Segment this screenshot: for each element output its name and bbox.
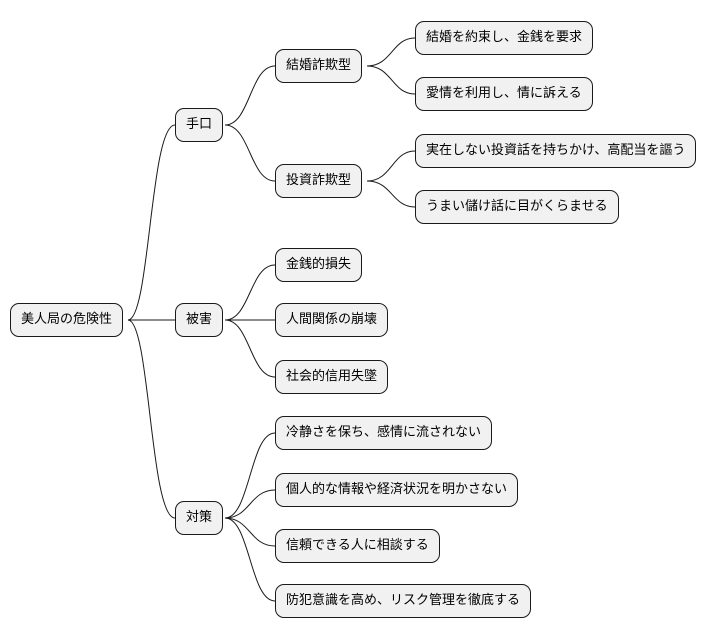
branch-node-taisaku: 対策 — [175, 501, 224, 535]
leaf-node: 信頼できる人に相談する — [275, 529, 440, 563]
edge-kekkon-leaf1 — [366, 37, 416, 67]
branch-node-higai: 被害 — [175, 303, 224, 337]
edge-root-tekuchi — [127, 124, 176, 321]
leaf-node: 社会的信用失墜 — [275, 360, 389, 394]
edge-taisaku-leaf3 — [224, 517, 276, 547]
edge-taisaku-leaf1 — [224, 432, 276, 519]
branch-node-tekuchi: 手口 — [175, 108, 224, 142]
edge-taisaku-leaf2 — [224, 489, 276, 519]
edge-toushi-leaf2 — [366, 180, 416, 208]
edge-taisaku-leaf4 — [224, 517, 276, 602]
leaf-node: 防犯意識を高め、リスク管理を徹底する — [275, 584, 532, 618]
edge-toushi-leaf1 — [366, 150, 416, 182]
sub-node-toushi-sagi: 投資詐欺型 — [275, 164, 363, 198]
edge-higai-leaf3 — [224, 319, 276, 378]
leaf-node: 実在しない投資話を持ちかけ、高配当を謳う — [415, 134, 697, 168]
leaf-node: 愛情を利用し、情に訴える — [415, 77, 593, 111]
leaf-node: 人間関係の崩壊 — [275, 303, 389, 337]
leaf-node: 個人的な情報や経済状況を明かさない — [275, 473, 519, 507]
edge-tekuchi-toushi — [224, 124, 276, 182]
edge-higai-leaf1 — [224, 264, 276, 321]
leaf-node: 金銭的損失 — [275, 248, 363, 282]
leaf-node: うまい儲け話に目がくらませる — [415, 190, 619, 224]
leaf-node: 結婚を約束し、金銭を要求 — [415, 21, 594, 55]
leaf-node: 冷静さを保ち、感情に流されない — [275, 416, 493, 450]
root-node: 美人局の危険性 — [10, 303, 124, 337]
edge-kekkon-leaf2 — [366, 65, 416, 95]
edge-tekuchi-kekkon — [224, 65, 276, 126]
edge-root-taisaku — [127, 319, 176, 519]
sub-node-kekkon-sagi: 結婚詐欺型 — [275, 49, 363, 83]
